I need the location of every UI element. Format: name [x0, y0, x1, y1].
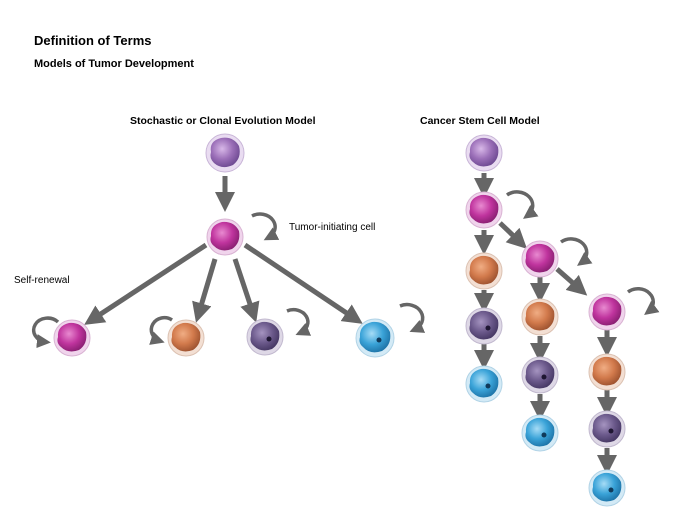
cell-dark-purple [588, 410, 626, 448]
page-subtitle: Models of Tumor Development [34, 58, 194, 70]
self-renewal-arrow [626, 287, 660, 315]
cell-magenta [465, 191, 503, 229]
cell-dark-purple [521, 356, 559, 394]
self-renewal-arrow [505, 190, 539, 219]
cell-blue [355, 318, 395, 358]
cell-dark-purple [465, 307, 503, 345]
cell-magenta [588, 293, 626, 331]
cell-blue [521, 414, 559, 452]
cell-dark-purple [246, 318, 284, 356]
cell-orange [167, 319, 205, 357]
self-renewal-arrow [559, 237, 593, 266]
cell-self-renewing-magenta [53, 319, 91, 357]
self-renewal-label: Self-renewal [14, 275, 70, 286]
arrow-branch-3 [232, 258, 260, 323]
cell-blue [465, 365, 503, 403]
stochastic-self-renewal-arrows [31, 212, 426, 349]
stochastic-arrows [84, 176, 363, 325]
cell-stem [465, 134, 503, 172]
cell-tumor-initiating [206, 218, 244, 256]
self-renewal-arrow [251, 212, 280, 241]
csc-cells [465, 134, 626, 507]
page-title: Definition of Terms [34, 33, 152, 48]
cancer-stem-cell-model-title: Cancer Stem Cell Model [420, 115, 540, 127]
arrow-branch-2 [192, 258, 218, 323]
cell-blue [588, 469, 626, 507]
tumor-initiating-cell-label: Tumor-initiating cell [289, 222, 376, 233]
cell-orange [521, 298, 559, 336]
stochastic-model-title: Stochastic or Clonal Evolution Model [130, 115, 316, 127]
arrow-diagonal [555, 267, 588, 296]
self-renewal-arrow [399, 302, 426, 333]
csc-arrows [474, 173, 617, 476]
self-renewal-arrow [286, 307, 312, 336]
arrow-diagonal [498, 221, 528, 249]
cell-magenta [521, 240, 559, 278]
csc-self-renewal-arrows [505, 190, 660, 315]
arrow-branch-4 [243, 242, 363, 324]
stochastic-cells [53, 133, 395, 358]
self-renewal-arrow [31, 316, 60, 349]
arrow-branch-1 [84, 242, 208, 325]
self-renewal-arrow [149, 315, 173, 345]
cell-stem [205, 133, 245, 173]
cell-orange [588, 353, 626, 391]
cell-orange [465, 252, 503, 290]
